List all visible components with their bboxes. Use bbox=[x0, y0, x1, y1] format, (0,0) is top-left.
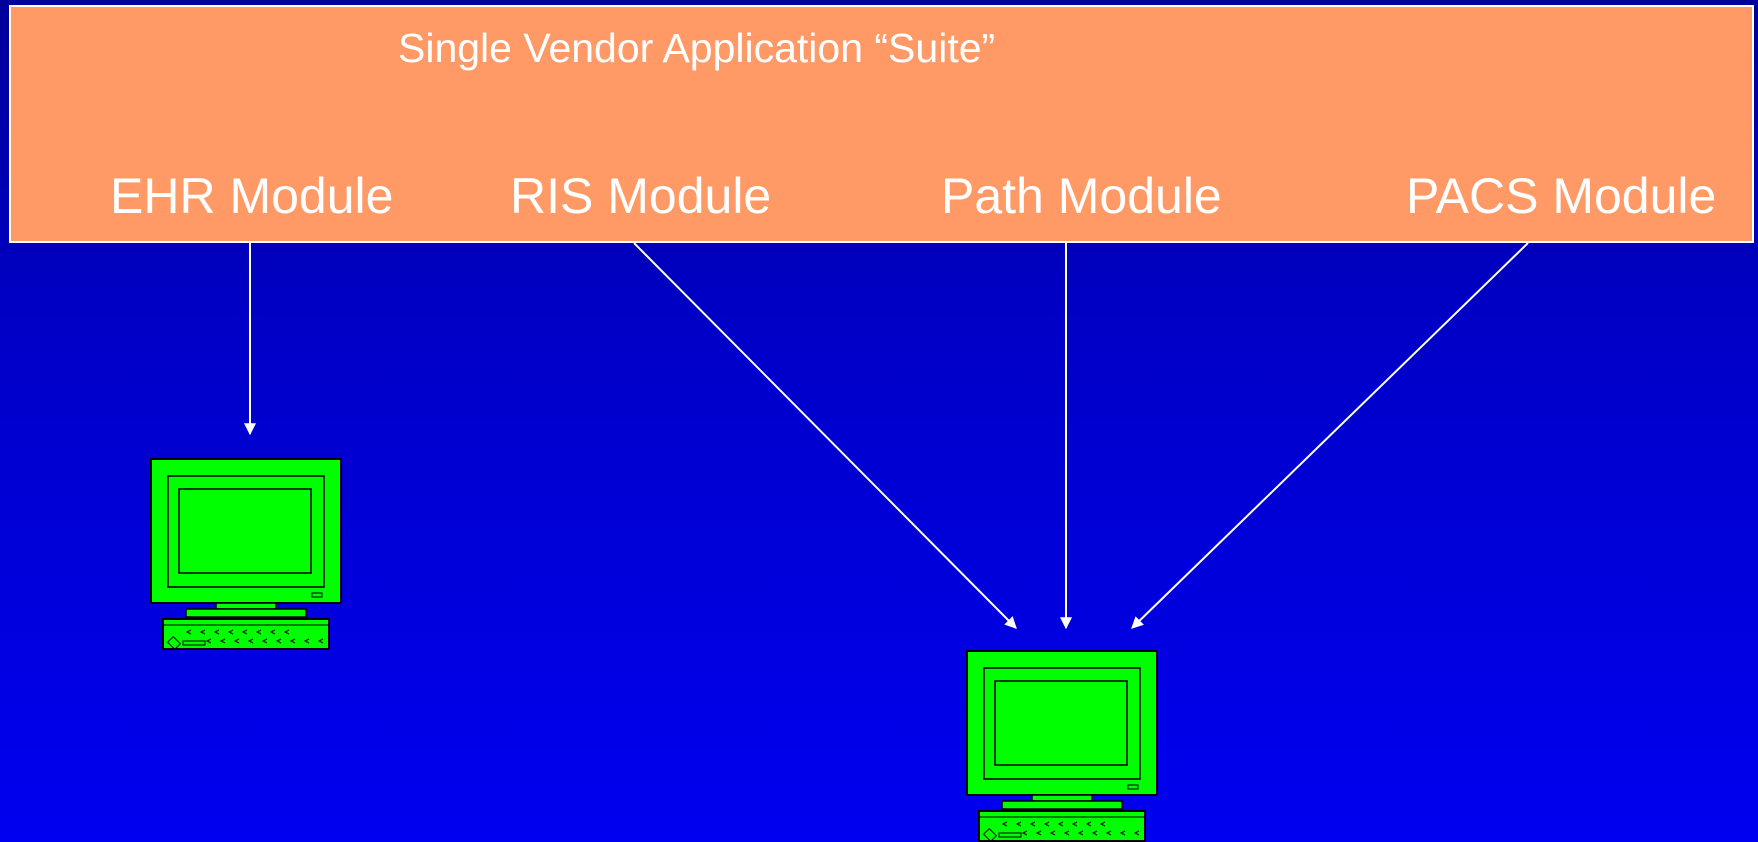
module-label-ehr: EHR Module bbox=[110, 168, 394, 224]
computer-icon bbox=[966, 650, 1158, 842]
module-label-pacs: PACS Module bbox=[1406, 168, 1717, 224]
module-label-ris: RIS Module bbox=[510, 168, 772, 224]
workstation-2 bbox=[966, 650, 1158, 842]
module-label-path: Path Module bbox=[941, 168, 1222, 224]
arrow-ris-to-workstation-2 bbox=[633, 242, 1017, 629]
computer-icon bbox=[150, 458, 342, 651]
workstation-1 bbox=[150, 458, 342, 651]
suite-title: Single Vendor Application “Suite” bbox=[398, 25, 996, 71]
suite-box bbox=[9, 5, 1754, 243]
arrow-pacs-to-workstation-2 bbox=[1131, 242, 1529, 629]
